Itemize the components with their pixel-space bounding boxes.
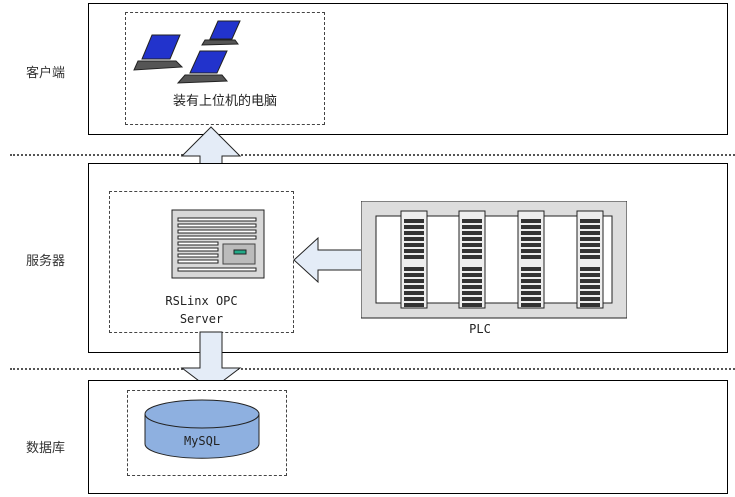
client-group <box>125 12 325 125</box>
mysql-caption: MySQL <box>183 434 221 448</box>
arrow-left-icon <box>293 236 363 284</box>
client-caption: 装有上位机的电脑 <box>172 94 277 109</box>
laptop-icon <box>176 50 229 84</box>
tier-label-client: 客户端 <box>26 66 66 81</box>
tier-label-database: 数据库 <box>26 441 66 456</box>
server-icon <box>171 209 265 279</box>
plc-module-icon <box>400 210 428 309</box>
database-icon <box>144 399 260 459</box>
tier-separator <box>10 368 735 370</box>
laptop-icon <box>133 34 184 71</box>
opc-line1: RSLinx OPC <box>165 294 238 308</box>
plc-caption: PLC <box>469 322 491 336</box>
plc-module-icon <box>517 210 545 309</box>
laptops-icon <box>133 20 241 84</box>
tier-label-server: 服务器 <box>26 254 66 269</box>
tier-separator <box>10 154 735 156</box>
plc-rack-icon <box>361 201 627 319</box>
opc-line2: Server <box>179 312 224 326</box>
plc-module-icon <box>458 210 486 309</box>
database-group <box>127 390 287 476</box>
laptop-icon <box>201 20 241 46</box>
plc-module-icon <box>576 210 604 309</box>
arrow-down-icon <box>180 331 242 391</box>
opc-server-caption: RSLinx OPC Server <box>109 292 294 328</box>
